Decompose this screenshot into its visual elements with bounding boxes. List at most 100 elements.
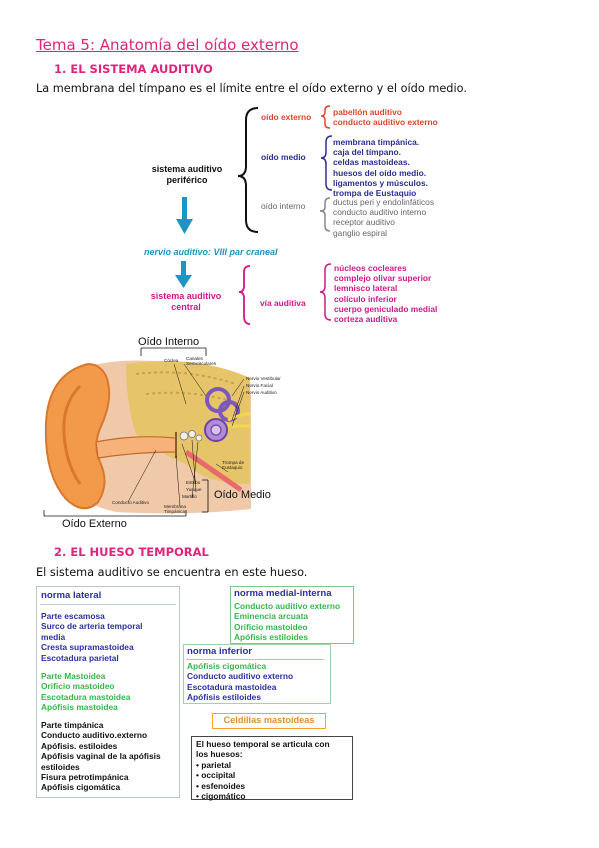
middle-ear-item: huesos del oído medio.: [333, 167, 427, 178]
outer-ear-item: pabellón auditivo: [333, 107, 402, 117]
auditory-nerve-label: nervio auditivo: VIII par craneal: [144, 247, 278, 257]
squamous-item: Parte escamosa: [41, 611, 105, 621]
inferior-header-divider: [186, 659, 324, 660]
section-heading-auditory-system: 1. EL SISTEMA AUDITIVO: [54, 62, 213, 76]
medial-item: Eminencia arcuata: [234, 611, 309, 622]
squamous-item: Cresta supramastoidea: [41, 642, 134, 653]
lateral-view-box: norma lateral Parte escamosa Surco de ar…: [36, 586, 180, 798]
medial-view-box: norma medial-interna Conducto auditivo e…: [230, 586, 354, 644]
middle-ear-item: celdas mastoideas.: [333, 157, 410, 168]
tympanic-item: Parte timpánica: [41, 720, 104, 730]
middle-ear-label: oído medio: [261, 152, 306, 162]
mastoid-item: Escotadura mastoidea: [41, 691, 131, 702]
tympanic-item: Apófisis. estiloides: [41, 740, 118, 751]
articulations-list: El hueso temporal se articula con los hu…: [196, 739, 330, 801]
label-malleus: Martillo: [182, 494, 197, 499]
pathway-item: colículo inferior: [334, 293, 397, 304]
articulations-box: El hueso temporal se articula con los hu…: [191, 736, 353, 801]
inner-ear-item: ductus peri y endolinfáticos: [333, 197, 435, 207]
peripheral-line-2: periférico: [166, 175, 208, 185]
middle-ear-item: membrana timpánica.: [333, 137, 420, 147]
inner-ear-item: receptor auditivo: [333, 217, 395, 228]
ear-anatomy-illustration: Oído Interno Oído Medio Oído Externo Cóc…: [36, 334, 286, 534]
tympanic-item: Fisura petrotimpánica: [41, 772, 129, 783]
tympanic-item: estiloides: [41, 761, 80, 772]
label-facial-nerve: Nervio Facial: [246, 383, 273, 388]
inner-ear-item: conducto auditivo interno: [333, 207, 427, 218]
ear-drawing: [43, 347, 251, 517]
label-eustachian-tube: Trompa de Eustaquio: [222, 460, 245, 470]
central-system-label: sistema auditivo central: [140, 291, 232, 313]
middle-ear-item: ligamentos y músculos.: [333, 177, 428, 188]
medial-view-list: Conducto auditivo externo Eminencia arcu…: [234, 601, 340, 643]
peripheral-system-label: sistema auditivo periférico: [142, 164, 232, 186]
outer-ear-caption: Oído Externo: [62, 518, 127, 530]
middle-ear-caption: Oído Medio: [214, 489, 271, 501]
diagram-braces: [175, 105, 333, 325]
peripheral-line-1: sistema auditivo: [151, 164, 223, 174]
squamous-item: Surco de arteria temporal: [41, 621, 143, 632]
label-auditory-nerve: Nervio Auditivo: [246, 390, 277, 395]
pathway-item: cuerpo geniculado medial: [334, 303, 438, 314]
mastoid-item: Apófisis mastoidea: [41, 702, 118, 713]
label-vestibular-nerve: Nervio Vestibular: [246, 376, 281, 381]
outer-ear-label: oído externo: [261, 112, 312, 122]
tympanic-item: Conducto auditivo.externo: [41, 730, 148, 741]
auditory-system-diagram: sistema auditivo periférico oído externo…: [140, 100, 470, 330]
label-auditory-canal: Conducto Auditivo: [112, 500, 150, 505]
medial-item: Apófisis estiloides: [234, 632, 308, 643]
outer-ear-items: pabellón auditivo conducto auditivo exte…: [333, 107, 438, 127]
pathway-label: vía auditiva: [260, 298, 306, 308]
inner-ear-label: oído interno: [261, 201, 306, 211]
lateral-header-divider: [40, 604, 176, 605]
paragraph-tympanic-membrane: La membrana del tímpano es el límite ent…: [36, 82, 467, 95]
inferior-item: Escotadura mastoidea: [187, 681, 277, 692]
middle-ear-item: caja del tímpano.: [333, 147, 401, 158]
squamous-part-list: Parte escamosa Surco de arteria temporal…: [41, 611, 142, 663]
squamous-item: media: [41, 631, 66, 642]
inferior-view-box: norma inferior Apófisis cigomática Condu…: [183, 644, 331, 704]
inferior-item: Apófisis cigomática: [187, 661, 267, 671]
medial-view-header: norma medial-interna: [234, 588, 332, 599]
middle-ear-items: membrana timpánica. caja del tímpano. ce…: [333, 137, 428, 198]
middle-ear-item: trompa de Eustaquio: [333, 188, 417, 199]
lateral-view-header: norma lateral: [41, 590, 102, 601]
pathway-items: núcleos cocleares complejo olivar superi…: [334, 263, 437, 324]
label-semicircular-canals: Canales Semicirculares: [186, 356, 217, 366]
mastoid-cells-label: Celdillas mastoideas: [223, 715, 315, 725]
articulation-item: • esfenoides: [196, 780, 246, 791]
page-title: Tema 5: Anatomía del oído externo: [36, 36, 299, 54]
mastoid-cells-box: Celdillas mastoideas: [212, 713, 326, 729]
inferior-view-list: Apófisis cigomática Conducto auditivo ex…: [187, 661, 293, 703]
central-line-1: sistema auditivo: [150, 291, 222, 301]
tympanic-part-list: Parte timpánica Conducto auditivo.extern…: [41, 720, 161, 793]
inferior-view-header: norma inferior: [187, 646, 253, 657]
mastoid-item: Parte Mastoidea: [41, 671, 106, 681]
pathway-item: complejo olivar superior: [334, 273, 432, 284]
squamous-item: Escotadura parietal: [41, 652, 119, 663]
inner-ear-item: ganglio espiral: [333, 227, 388, 238]
label-stapes: Estribo: [186, 480, 201, 485]
medial-item: Orificio mastoideo: [234, 621, 308, 632]
pathway-item: núcleos cocleares: [334, 263, 407, 273]
articulations-intro: los huesos:: [196, 749, 243, 760]
outer-ear-item: conducto auditivo externo: [333, 117, 438, 128]
inner-ear-caption: Oído Interno: [138, 336, 200, 348]
temporal-bone-figure: norma lateral Parte escamosa Surco de ar…: [36, 586, 354, 801]
paragraph-temporal-bone: El sistema auditivo se encuentra en este…: [36, 566, 308, 579]
label-cochlea: Cóclea: [164, 358, 179, 363]
pathway-item: corteza auditiva: [334, 314, 398, 325]
inferior-item: Apófisis estiloides: [187, 692, 261, 703]
articulation-item: • parietal: [196, 759, 232, 770]
tympanic-item: Apófisis cigomática: [41, 782, 121, 793]
central-line-2: central: [171, 302, 201, 312]
inferior-item: Conducto auditivo externo: [187, 671, 294, 682]
label-tympanic-membrane: Membrana Timpánica: [164, 504, 186, 514]
section-heading-temporal-bone: 2. EL HUESO TEMPORAL: [54, 545, 209, 559]
label-incus: Yunque: [186, 487, 202, 492]
mastoid-item: Orificio mastoideo: [41, 681, 115, 692]
mastoid-part-list: Parte Mastoidea Orificio mastoideo Escot…: [41, 671, 130, 713]
articulation-item: • cigomático: [196, 791, 246, 802]
articulations-intro: El hueso temporal se articula con: [196, 739, 330, 749]
tympanic-item: Apófisis vaginal de la apófisis: [41, 751, 161, 762]
